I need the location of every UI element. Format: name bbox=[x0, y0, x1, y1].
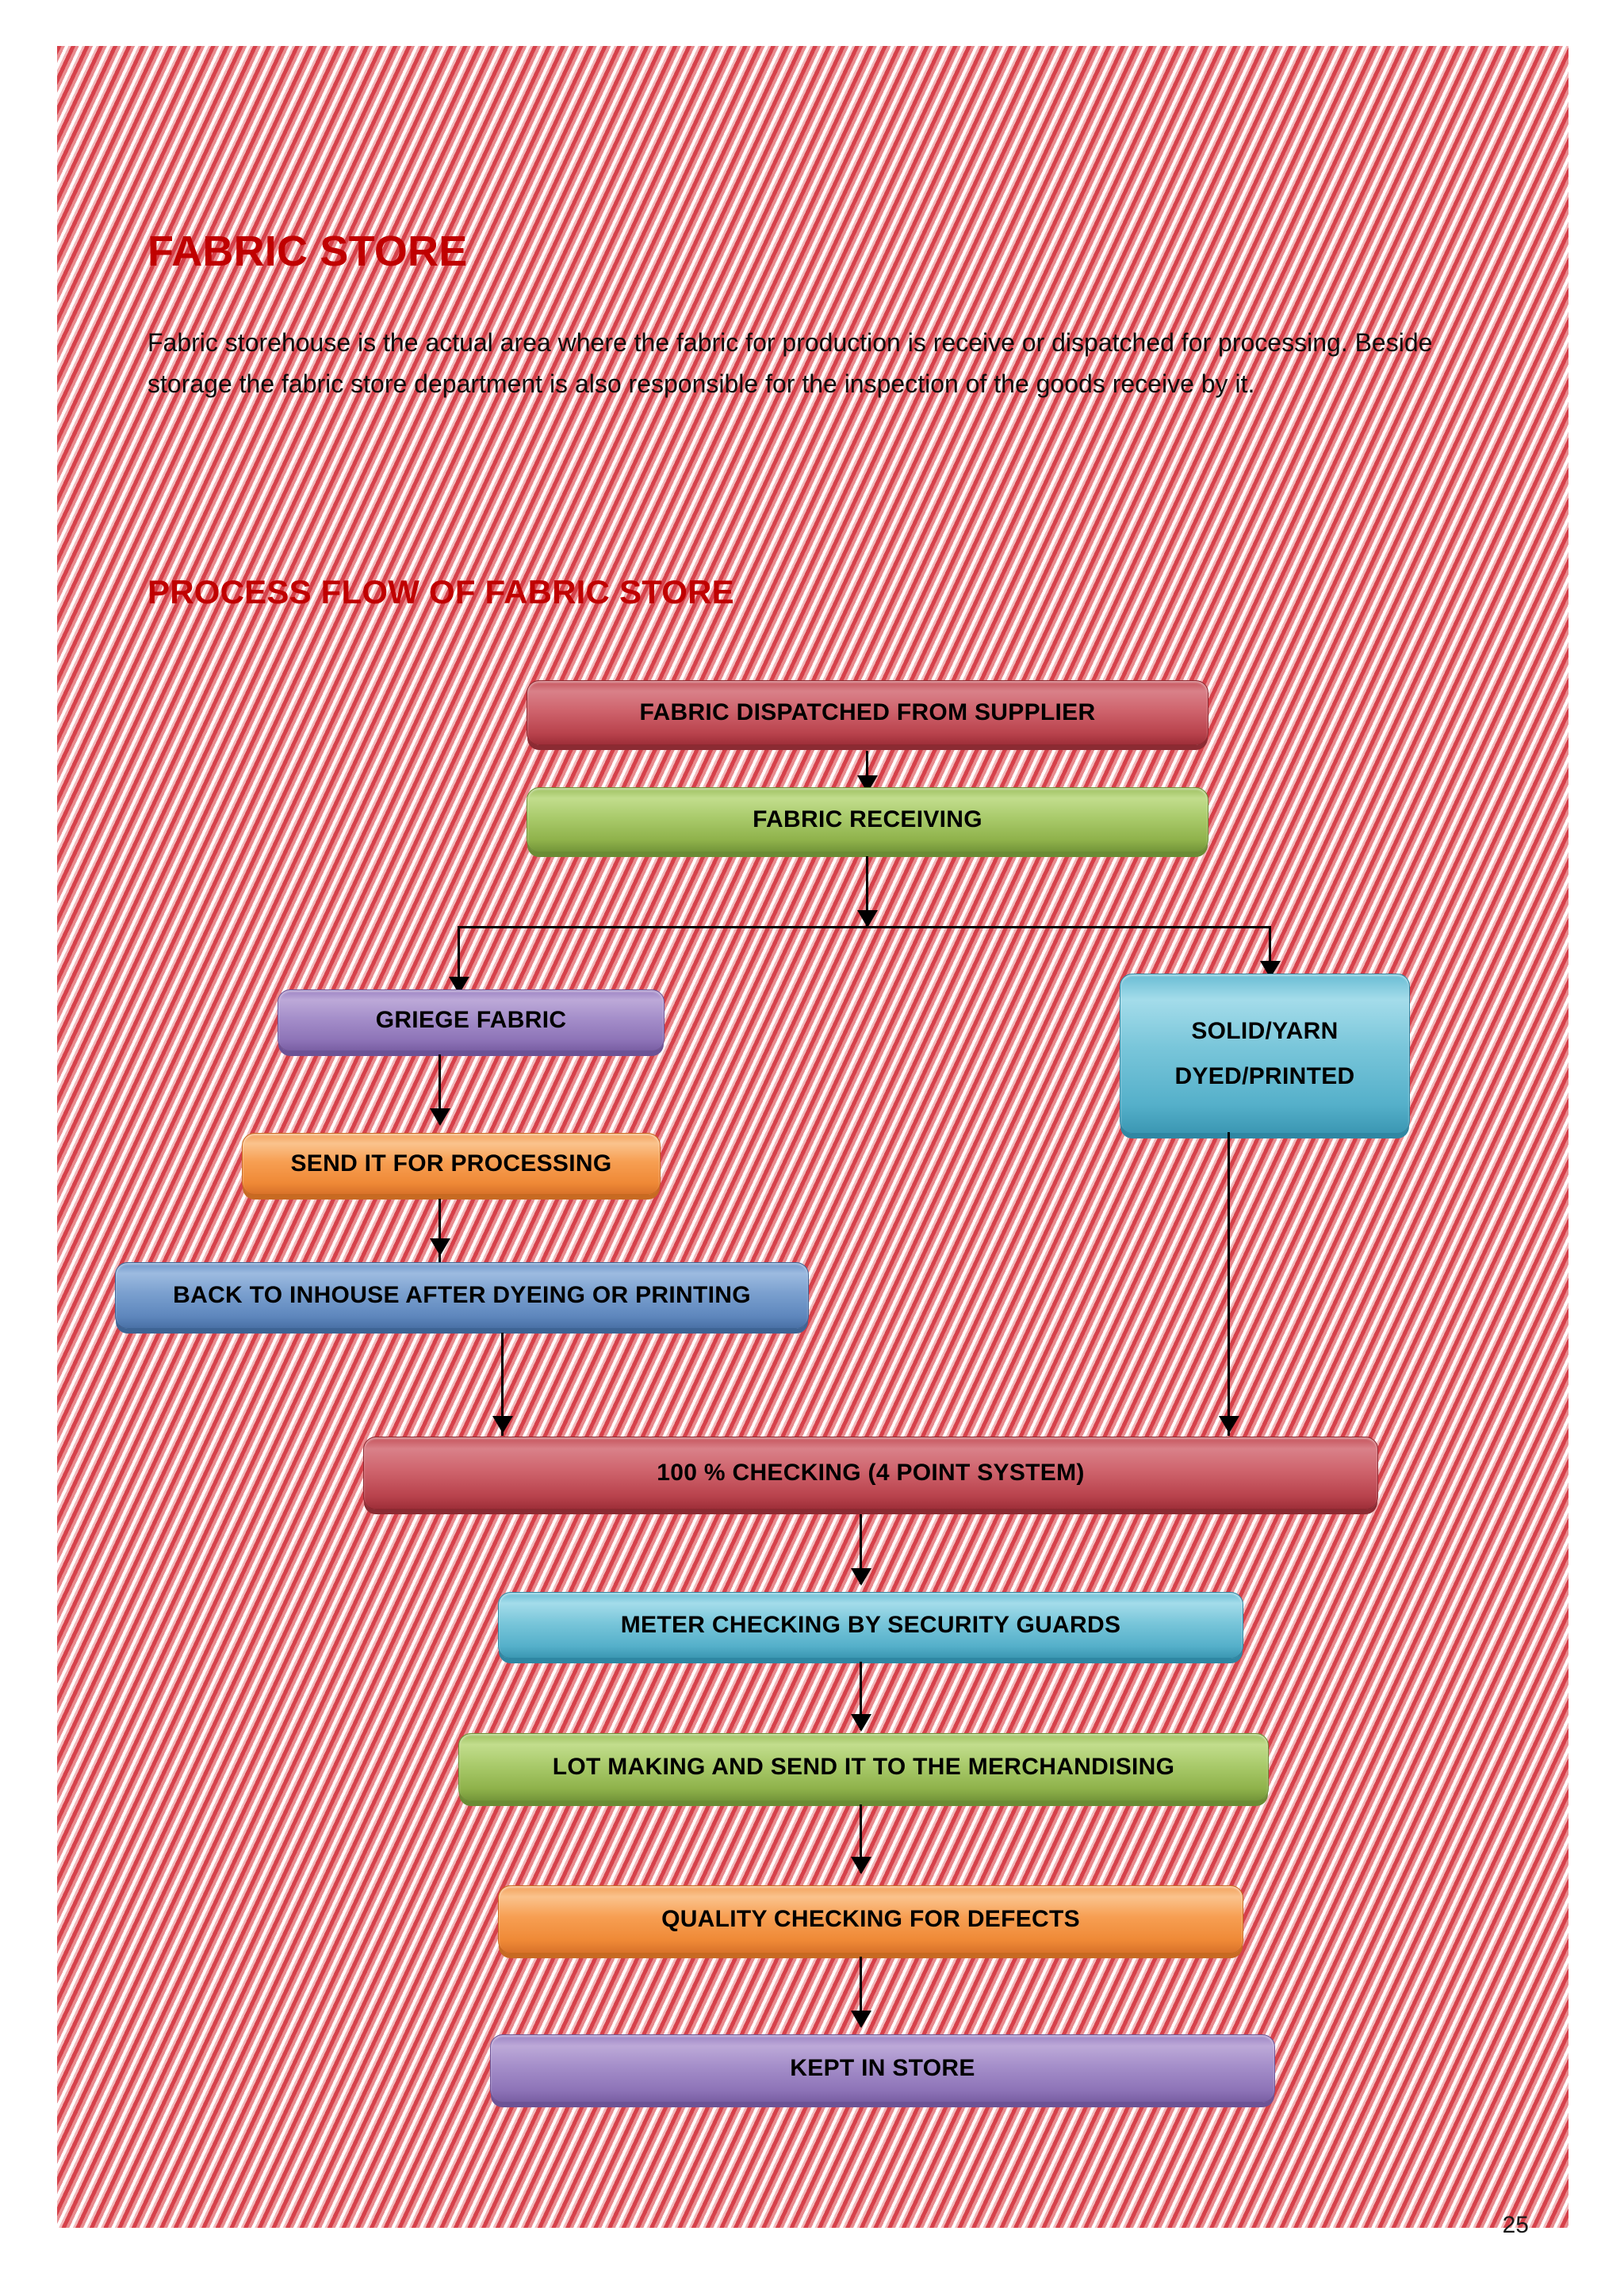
edge-bus-n3 bbox=[458, 926, 460, 994]
flow-node-solid-yarn-line2: DYED/PRINTED bbox=[1174, 1063, 1355, 1089]
edge-n4-n7 bbox=[1228, 1132, 1230, 1436]
edge-n10-n11-arrowhead bbox=[851, 2011, 871, 2028]
edge-n4-n7-arrowhead bbox=[1219, 1416, 1239, 1433]
edge-n9-n10-arrowhead bbox=[851, 1857, 871, 1874]
edge-n1-n2 bbox=[866, 751, 868, 792]
edge-n8-n9-arrowhead bbox=[851, 1714, 871, 1732]
edge-n6-n7 bbox=[501, 1333, 504, 1436]
page-title: FABRIC STORE bbox=[147, 228, 468, 276]
flow-node-kept-in-store[interactable]: KEPT IN STORE bbox=[490, 2034, 1275, 2103]
edge-n7-n8-arrowhead bbox=[851, 1568, 871, 1586]
edge-n10-n11 bbox=[860, 1957, 862, 2026]
edge-n7-n8 bbox=[860, 1514, 862, 1584]
flow-node-griege-fabric[interactable]: GRIEGE FABRIC bbox=[278, 989, 665, 1051]
edge-n2-bus bbox=[866, 856, 868, 928]
edge-n6-n7-arrowhead bbox=[492, 1416, 513, 1433]
flow-node-solid-yarn-dyed-printed[interactable]: SOLID/YARN DYED/PRINTED bbox=[1120, 974, 1410, 1134]
flow-node-meter-checking-by-security-guards[interactable]: METER CHECKING BY SECURITY GUARDS bbox=[498, 1592, 1243, 1659]
edge-bus-n4 bbox=[1269, 926, 1271, 978]
flow-node-lot-making-and-send-to-merchandising[interactable]: LOT MAKING AND SEND IT TO THE MERCHANDIS… bbox=[458, 1733, 1269, 1801]
flow-node-send-it-for-processing[interactable]: SEND IT FOR PROCESSING bbox=[242, 1133, 661, 1195]
section-heading-process-flow: PROCESS FLOW OF FABRIC STORE bbox=[147, 572, 734, 610]
intro-paragraph: Fabric storehouse is the actual area whe… bbox=[147, 328, 1433, 398]
edge-split-bus bbox=[458, 926, 1271, 928]
flow-node-quality-checking-for-defects[interactable]: QUALITY CHECKING FOR DEFECTS bbox=[498, 1885, 1243, 1954]
edge-n3-n5 bbox=[439, 1054, 441, 1124]
flow-node-solid-yarn-line1: SOLID/YARN bbox=[1191, 1017, 1339, 1044]
edge-n8-n9 bbox=[860, 1662, 862, 1730]
flow-node-fabric-receiving[interactable]: FABRIC RECEIVING bbox=[527, 787, 1208, 852]
edge-n5-n6-arrowhead bbox=[430, 1238, 450, 1256]
flow-node-100-percent-checking[interactable]: 100 % CHECKING (4 POINT SYSTEM) bbox=[363, 1437, 1378, 1510]
edge-n3-n5-arrowhead bbox=[430, 1108, 450, 1126]
flow-node-back-to-inhouse-after-dyeing-or-printing[interactable]: BACK TO INHOUSE AFTER DYEING OR PRINTING bbox=[115, 1262, 809, 1329]
page-number: 25 bbox=[1502, 2212, 1529, 2238]
edge-n5-n6 bbox=[439, 1199, 441, 1262]
flow-node-fabric-dispatched-from-supplier[interactable]: FABRIC DISPATCHED FROM SUPPLIER bbox=[527, 680, 1208, 745]
edge-n2-bus-arrowhead bbox=[857, 910, 878, 928]
edge-n9-n10 bbox=[860, 1804, 862, 1873]
